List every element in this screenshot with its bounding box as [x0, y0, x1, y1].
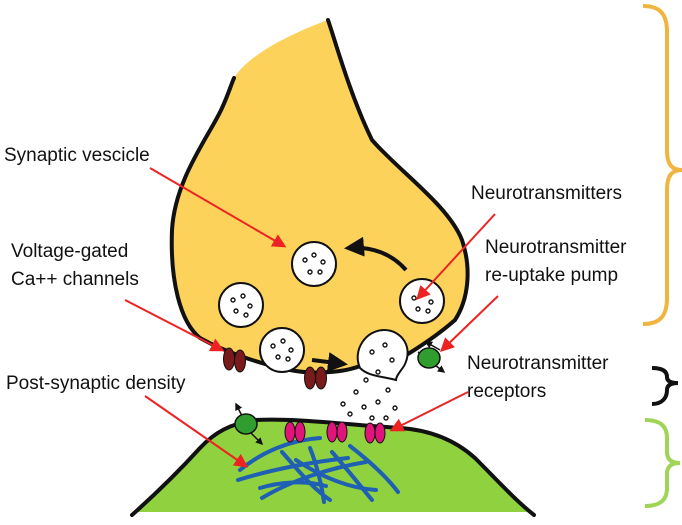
- label-receptors-line2: receptors: [467, 381, 546, 402]
- axon-terminal-right-membrane: [326, 18, 470, 362]
- receptor: [364, 422, 386, 444]
- vesicle-recycle-arrow: [344, 236, 408, 272]
- synaptic-vesicle: [218, 282, 264, 328]
- ca-channel: [304, 366, 327, 390]
- label-voltage-gated-line1: Voltage-gated: [11, 241, 128, 262]
- arrow-ca-channels: [124, 299, 225, 352]
- label-reuptake-line2: re-uptake pump: [485, 265, 618, 286]
- postsynaptic-dendrite: [136, 419, 530, 512]
- receptor: [326, 421, 348, 443]
- fusing-vesicle: [356, 328, 409, 382]
- post-synaptic-density-fibers: [236, 436, 400, 504]
- label-post-synaptic-density: Post-synaptic density: [6, 373, 186, 394]
- synaptic-vesicle: [399, 278, 445, 324]
- label-synaptic-vesicle: Synaptic vescicle: [4, 145, 150, 166]
- synaptic-cleft-brace: [651, 366, 679, 406]
- label-reuptake-line1: Neurotransmitter: [485, 237, 627, 258]
- synaptic-vesicle: [291, 241, 337, 287]
- arrow-synaptic-vesicle: [149, 167, 287, 248]
- reuptake-pump: [234, 402, 264, 446]
- pointer-arrows: [124, 167, 499, 468]
- vesicle-docking-arrow: [311, 352, 348, 372]
- synaptic-vesicle: [259, 327, 305, 373]
- arrow-reuptake-pump: [439, 295, 499, 352]
- label-voltage-gated-line2: Ca++ channels: [11, 269, 139, 290]
- arrow-neurotransmitters: [416, 213, 496, 301]
- postsynaptic-brace: [644, 418, 681, 508]
- reuptake-pump: [417, 341, 446, 373]
- arrow-receptors: [389, 391, 469, 432]
- presynaptic-brace: [642, 4, 682, 326]
- arrow-post-synaptic-density: [144, 395, 249, 468]
- ca-channel: [223, 347, 246, 373]
- label-receptors-line1: Neurotransmitter: [467, 353, 609, 374]
- label-neurotransmitters: Neurotransmitters: [471, 183, 622, 204]
- receptor: [284, 421, 306, 443]
- released-neurotransmitters: [340, 342, 398, 421]
